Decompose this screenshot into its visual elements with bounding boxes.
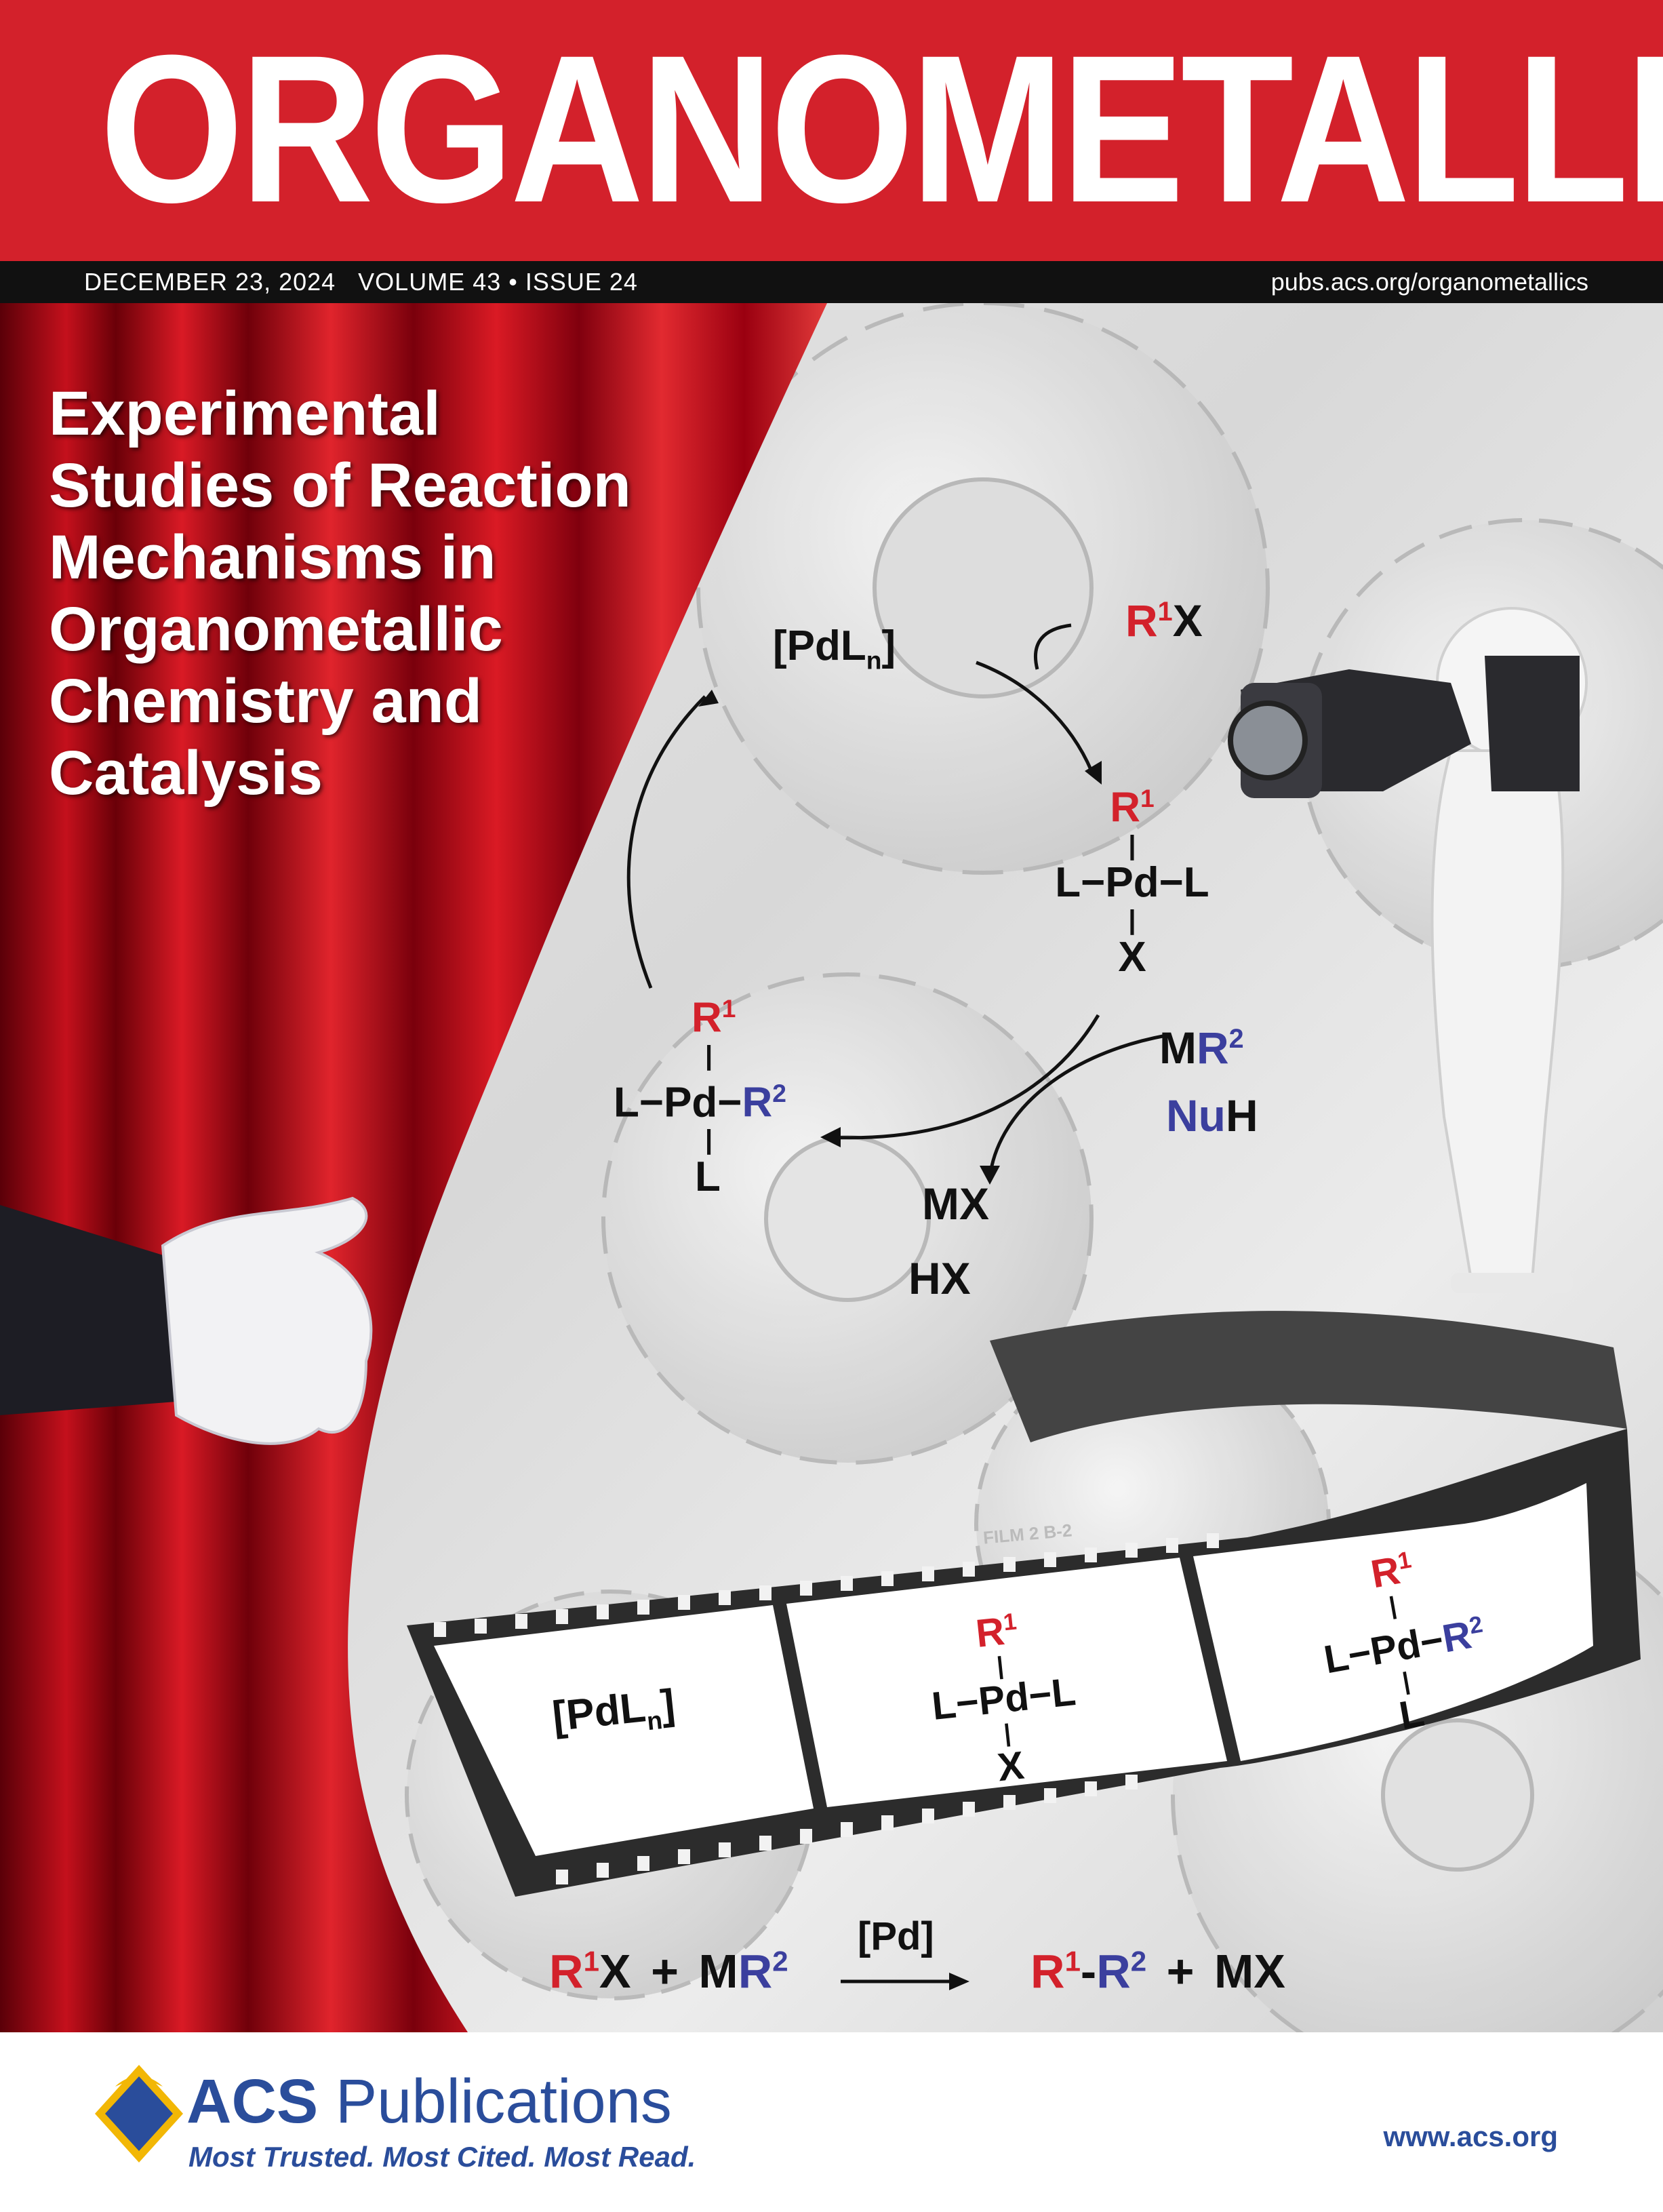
camera-operator-figure bbox=[1228, 607, 1588, 1293]
headline-line: Chemistry and bbox=[49, 667, 483, 736]
film-strip bbox=[407, 1311, 1641, 1897]
journal-title: ORGANOMETALLICS bbox=[100, 11, 1663, 246]
cover-headline: Experimental Studies of Reaction Mechani… bbox=[49, 378, 727, 809]
acs-publications-wordmark: ACS Publications bbox=[186, 2067, 672, 2136]
headline-line: Organometallic bbox=[49, 595, 503, 664]
gloved-hand bbox=[0, 1196, 373, 1445]
acs-logo-icon bbox=[95, 2065, 183, 2162]
reaction-arrow bbox=[841, 1973, 969, 1990]
headline-line: Experimental bbox=[49, 379, 441, 448]
overall-reaction-equation: R1X + MR2 bbox=[549, 1945, 788, 1998]
cover-art: Experimental Studies of Reaction Mechani… bbox=[0, 303, 1663, 2032]
journal-url[interactable]: pubs.acs.org/organometallics bbox=[1270, 268, 1588, 296]
cycle-reagent-mr2: MR2 bbox=[1159, 1023, 1244, 1073]
cycle-byproduct-mx: MX bbox=[922, 1179, 989, 1229]
equation-products: R1-R2 + MX bbox=[1030, 1945, 1285, 1998]
acs-tagline: Most Trusted. Most Cited. Most Read. bbox=[188, 2141, 696, 2173]
cycle-oxidative-addition-complex: R1 | L−Pd−L | X bbox=[1055, 784, 1209, 981]
masthead: ORGANOMETALLICS bbox=[0, 0, 1663, 261]
cycle-byproduct-hx: HX bbox=[908, 1253, 971, 1303]
film-frame-oxidative-addition: R1 | L−Pd−L | X bbox=[929, 1608, 1078, 1790]
cycle-transmetalation-complex: R1 | L−Pd−R2 | L bbox=[614, 994, 786, 1201]
equation-catalyst: [Pd] bbox=[858, 1914, 934, 1958]
headline-line: Mechanisms in bbox=[49, 523, 496, 592]
cycle-catalyst: [PdLn] bbox=[773, 623, 896, 675]
issue-info-bar: DECEMBER 23, 2024 VOLUME 43 • ISSUE 24 p… bbox=[0, 261, 1663, 303]
publisher-footer: ACS Publications Most Trusted. Most Cite… bbox=[0, 2032, 1663, 2212]
gears-background bbox=[0, 303, 1663, 2032]
cycle-substrate: R1X bbox=[1125, 595, 1203, 646]
cycle-reagent-nuh: NuH bbox=[1166, 1090, 1258, 1141]
issue-date-volume: DECEMBER 23, 2024 VOLUME 43 • ISSUE 24 bbox=[84, 268, 638, 296]
headline-line: Studies of Reaction bbox=[49, 451, 631, 520]
headline-line: Catalysis bbox=[49, 738, 323, 808]
acs-website-link[interactable]: www.acs.org bbox=[1383, 2120, 1558, 2152]
film-frame-transmetalation: R1 | L−Pd−R2 | L bbox=[1321, 1546, 1485, 1738]
catalytic-cycle-arrows bbox=[626, 623, 1167, 1179]
